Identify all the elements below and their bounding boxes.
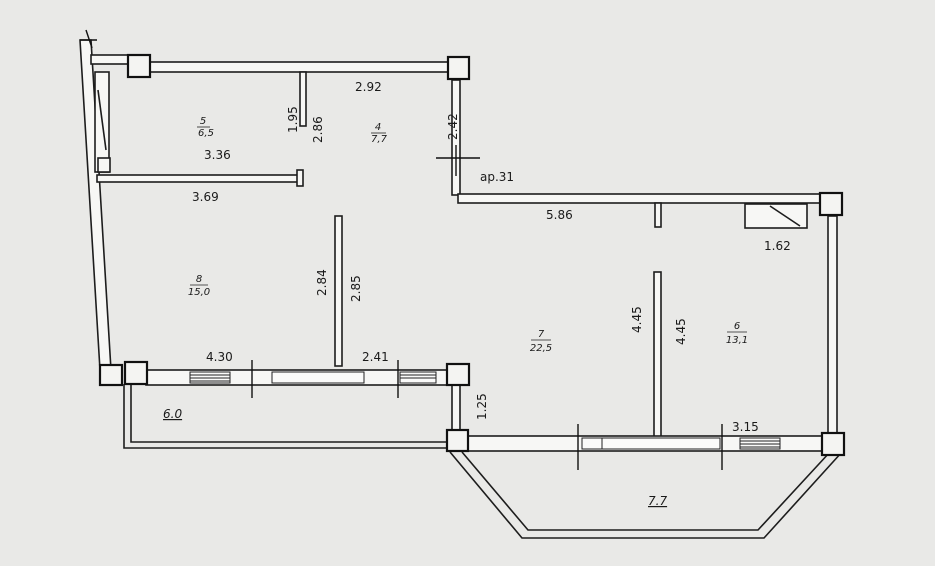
svg-text:4: 4 <box>375 122 381 133</box>
dim-4-45-right: 4.45 <box>674 318 688 345</box>
dim-1-62: 1.62 <box>764 239 791 253</box>
dim-1-25: 1.25 <box>475 393 489 420</box>
balcony-corner-wall <box>451 383 461 435</box>
column-right-top <box>818 191 844 217</box>
balcony-left-area: 6.0 <box>163 407 182 421</box>
dim-3-15: 3.15 <box>732 420 759 434</box>
svg-text:7: 7 <box>538 329 545 340</box>
window-left-1 <box>189 371 231 384</box>
dim-4-45-left: 4.45 <box>630 306 644 333</box>
svg-text:5: 5 <box>200 116 206 127</box>
svg-text:15,0: 15,0 <box>188 287 210 298</box>
top-wall <box>149 61 449 73</box>
column-bottom-left <box>98 363 124 387</box>
dim-5-86: 5.86 <box>546 208 573 222</box>
room-4-label: 4 7,7 <box>371 122 388 145</box>
svg-text:8: 8 <box>196 274 202 285</box>
room5-bottom-wall <box>96 174 303 183</box>
dim-2-41: 2.41 <box>362 350 389 364</box>
room-8-label: 8 15,0 <box>188 274 210 298</box>
corridor-top-wall <box>457 193 821 204</box>
svg-text:22,5: 22,5 <box>530 343 552 354</box>
column-top-left <box>126 53 152 79</box>
corridor-stub <box>654 202 662 228</box>
svg-text:13,1: 13,1 <box>726 335 748 346</box>
dim-1-95: 1.95 <box>286 106 300 133</box>
top-left-wall <box>90 54 130 65</box>
dim-2-86: 2.86 <box>311 116 325 143</box>
label-ap31: ар.31 <box>480 170 514 184</box>
window-right-2 <box>601 437 721 450</box>
dim-2-84: 2.84 <box>315 269 329 296</box>
dim-3-69: 3.69 <box>192 190 219 204</box>
partition-room8 <box>334 215 343 367</box>
svg-text:6,5: 6,5 <box>198 128 214 139</box>
right-outer-wall <box>827 215 838 435</box>
window-left-3 <box>399 371 437 384</box>
column-mid-right <box>445 362 471 387</box>
dim-2-42: 2.42 <box>446 113 460 140</box>
room-5-label: 5 6,5 <box>197 116 214 139</box>
partition-5-4 <box>299 71 307 127</box>
left-balcony-outline <box>123 384 456 449</box>
partition-7-6 <box>653 271 662 439</box>
column-bottom-right <box>820 431 846 457</box>
column-mid-left <box>123 360 149 386</box>
svg-text:7,7: 7,7 <box>371 134 388 145</box>
balcony-bottom-area: 7.7 <box>648 494 667 508</box>
window-right-3 <box>739 437 781 450</box>
niche-box <box>97 157 111 173</box>
svg-text:6: 6 <box>734 321 740 332</box>
column-bottom-mid <box>445 428 470 453</box>
dim-2-92: 2.92 <box>355 80 382 94</box>
dim-2-85: 2.85 <box>349 275 363 302</box>
room5-bottom-wall-end <box>296 169 304 187</box>
dim-3-36: 3.36 <box>204 148 231 162</box>
window-left-2 <box>271 371 365 384</box>
room-6-label: 6 13,1 <box>726 321 748 346</box>
bottom-balcony-outline <box>449 451 843 539</box>
dim-4-30: 4.30 <box>206 350 233 364</box>
window-right-1 <box>581 437 603 450</box>
room-7-label: 7 22,5 <box>530 329 552 354</box>
column-top-right <box>446 55 471 81</box>
